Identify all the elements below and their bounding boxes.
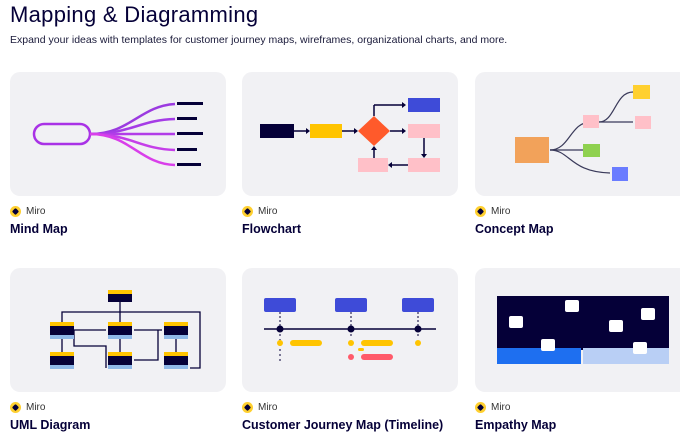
- mind-map-illustration: [32, 102, 203, 167]
- miro-logo-icon: [475, 205, 486, 217]
- uml-diagram-illustration: [50, 290, 201, 369]
- miro-logo-icon: [10, 401, 21, 413]
- author-row: Miro: [475, 205, 510, 217]
- miro-logo-icon: [10, 205, 21, 217]
- author-row: Miro: [242, 401, 277, 413]
- uml-diagram-thumbnail[interactable]: [10, 268, 226, 392]
- template-name[interactable]: Flowchart: [242, 222, 302, 236]
- author-name: Miro: [26, 205, 46, 217]
- customer-journey-thumbnail[interactable]: [242, 268, 458, 392]
- author-row: Miro: [475, 401, 510, 413]
- section-subtitle: Expand your ideas with templates for cus…: [10, 34, 508, 46]
- empathy-map-illustration: [497, 296, 669, 364]
- author-name: Miro: [258, 205, 278, 217]
- mind-map-thumbnail[interactable]: [10, 72, 226, 196]
- author-row: Miro: [10, 401, 45, 413]
- author-name: Miro: [491, 401, 511, 413]
- concept-map-thumbnail[interactable]: [475, 72, 680, 196]
- section-title: Mapping & Diagramming: [10, 2, 259, 27]
- template-name[interactable]: Concept Map: [475, 222, 554, 236]
- flowchart-thumbnail[interactable]: [242, 72, 458, 196]
- flowchart-illustration: [260, 98, 440, 172]
- miro-logo-icon: [242, 401, 253, 413]
- empathy-map-thumbnail[interactable]: [475, 268, 680, 392]
- template-name[interactable]: Mind Map: [10, 222, 68, 236]
- template-name[interactable]: Empathy Map: [475, 418, 557, 432]
- concept-map-illustration: [515, 85, 651, 181]
- customer-journey-illustration: [264, 298, 436, 364]
- template-name[interactable]: Customer Journey Map (Timeline): [242, 418, 444, 432]
- author-name: Miro: [491, 205, 511, 217]
- author-row: Miro: [10, 205, 45, 217]
- template-name[interactable]: UML Diagram: [10, 418, 91, 432]
- author-name: Miro: [26, 401, 46, 413]
- miro-logo-icon: [475, 401, 486, 413]
- miro-logo-icon: [242, 205, 253, 217]
- author-name: Miro: [258, 401, 278, 413]
- author-row: Miro: [242, 205, 277, 217]
